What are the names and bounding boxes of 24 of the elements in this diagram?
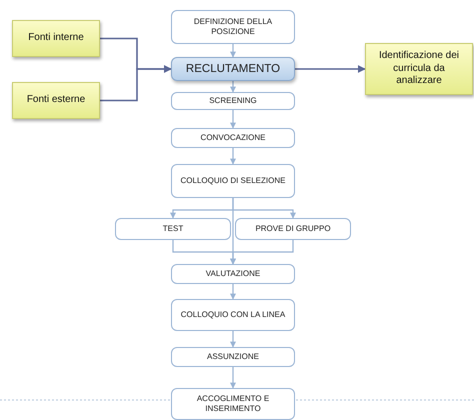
arrow: [230, 284, 236, 300]
note-box: Fonti esterne: [12, 82, 100, 119]
arrow: [230, 240, 294, 265]
arrow: [230, 81, 236, 93]
arrow: [230, 110, 236, 129]
process-box: TEST: [115, 218, 231, 240]
process-box: SCREENING: [171, 92, 295, 110]
process-box: CONVOCAZIONE: [171, 128, 295, 148]
arrow: [295, 65, 366, 73]
arrow: [230, 44, 236, 58]
process-box: COLLOQUIO CON LA LINEA: [171, 299, 295, 331]
note-box: Identificazione dei curricula da analizzare: [365, 43, 473, 95]
arrow: [230, 148, 236, 165]
process-box: PROVE DI GRUPPO: [235, 218, 351, 240]
process-box: RECLUTAMENTO: [171, 57, 295, 81]
process-box: COLLOQUIO DI SELEZIONE: [171, 164, 295, 198]
arrow: [230, 367, 236, 389]
process-box: ACCOGLIMENTO E INSERIMENTO: [171, 388, 295, 420]
process-box: VALUTAZIONE: [171, 264, 295, 284]
arrow: [230, 331, 236, 348]
arrow: [100, 65, 172, 102]
process-box: ASSUNZIONE: [171, 347, 295, 367]
note-box: Fonti interne: [12, 20, 100, 57]
process-box: DEFINIZIONE DELLA POSIZIONE: [171, 10, 295, 44]
